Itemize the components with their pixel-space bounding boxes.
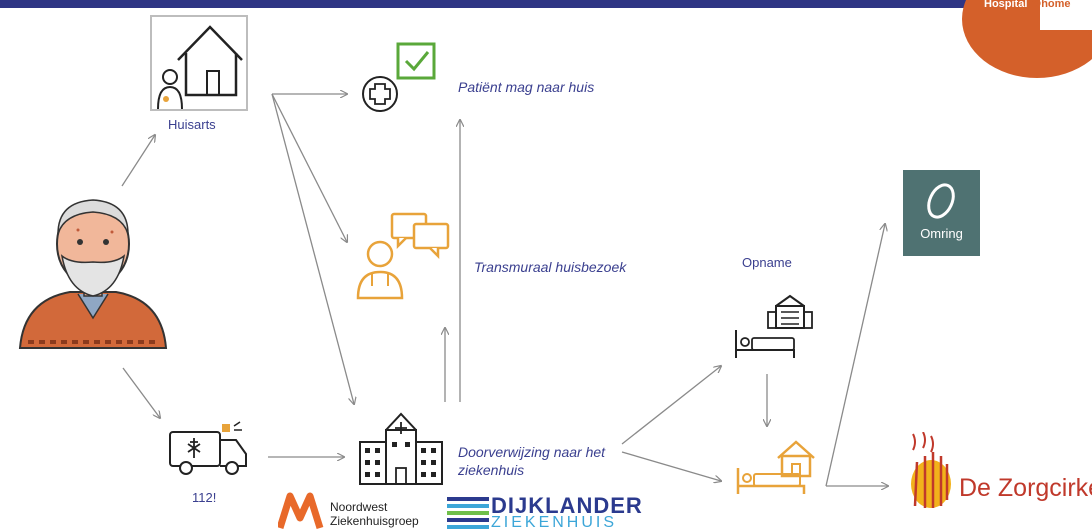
transmuraal-label: Transmuraal huisbezoek [474, 259, 627, 275]
nurse-chat-icon [356, 212, 450, 300]
dijklander-logo: DIJKLANDER ZIEKENHUIS [447, 495, 642, 532]
dijklander-line2: ZIEKENHUIS [491, 514, 618, 531]
ambulance-icon [169, 421, 247, 475]
omring-swirl-icon [927, 183, 955, 219]
medical-cross-check-icon [362, 42, 436, 112]
patient-home-label: Patiënt mag naar huis [458, 79, 595, 95]
dezorgcirkel-label: De Zorgcirkel [959, 474, 1092, 502]
top-bar [0, 0, 1092, 8]
dijklander-stripes-icon [447, 497, 489, 529]
dezorgcirkel-logo: De Zorgcirkel [905, 432, 1092, 512]
dijklander-line1: DIJKLANDER [491, 493, 643, 518]
doorverwijzing-label: Doorverwijzing naar het ziekenhuis [458, 444, 606, 478]
dezorgcirkel-flame-icon [911, 432, 951, 508]
omring-label: Omring [920, 226, 963, 241]
hospital-at-home-prefix: Hospital [984, 0, 1028, 10]
arrow-to-opname [621, 366, 721, 445]
arrow-huisarts-to-hospital [271, 93, 354, 404]
arrow-patient-to-112 [122, 367, 160, 418]
ambulance-label: 112! [192, 490, 217, 505]
huisarts-house-icon [150, 15, 248, 111]
huisarts-label: Huisarts [168, 117, 216, 132]
omring-logo: Omring [903, 170, 980, 256]
hospital-at-home-logo: Hospital @home [984, 0, 1071, 10]
arrow-patient-to-huisarts [121, 135, 155, 187]
arrow-huisarts-to-transmuraal [271, 93, 347, 242]
noordwest-line2: Ziekenhuisgroep [330, 514, 419, 528]
hospital-icon [359, 412, 443, 485]
arrow-to-home-bed [621, 451, 721, 481]
noordwest-mark-icon [278, 492, 324, 530]
badge-white-corner [1040, 0, 1092, 30]
hospital-bed-icon [735, 294, 813, 358]
noordwest-line1: Noordwest [330, 500, 388, 514]
home-bed-icon [736, 440, 815, 494]
hospital-at-home-suffix: @home [1030, 0, 1071, 10]
opname-label: Opname [742, 255, 792, 270]
elderly-patient-icon [18, 199, 168, 349]
arrow-to-omring [825, 224, 885, 487]
noordwest-logo: Noordwest Ziekenhuisgroep [278, 492, 438, 532]
